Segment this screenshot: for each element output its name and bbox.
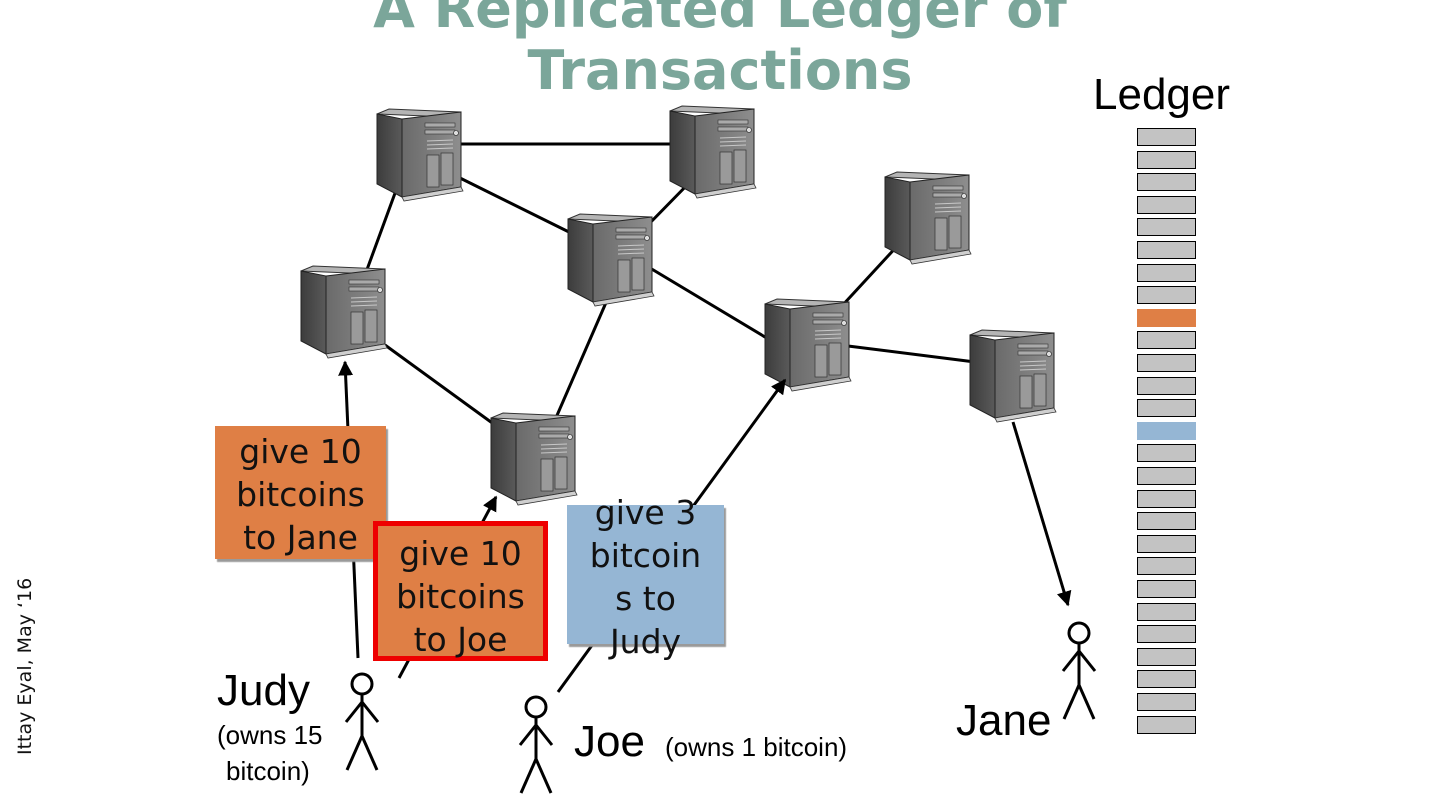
- link: [847, 344, 976, 364]
- ledger-entry: [1137, 444, 1196, 463]
- server-node: [376, 108, 464, 202]
- ledger-entry: [1137, 195, 1196, 214]
- ledger-entry: [1137, 150, 1196, 169]
- transaction-give-10-to-joe: give 10 bitcoins to Joe: [373, 521, 548, 661]
- tx-line: give 10: [239, 432, 362, 471]
- ledger-entry: [1137, 715, 1196, 734]
- server-node: [300, 265, 388, 359]
- ledger-entry: [1137, 670, 1196, 689]
- link: [649, 266, 771, 342]
- ledger-entry: [1137, 512, 1196, 531]
- link: [384, 343, 496, 427]
- ledger-entry: [1137, 263, 1196, 282]
- arrow-network-to-jane: [1011, 421, 1072, 607]
- ledger-entry-orange: [1137, 308, 1196, 327]
- jane-name: Jane: [956, 696, 1052, 745]
- joe-figure: [518, 695, 554, 795]
- server-node: [969, 329, 1057, 423]
- ledger-label: Ledger: [1093, 70, 1231, 119]
- ledger-entry: [1137, 128, 1196, 146]
- server-node: [669, 105, 757, 199]
- server-node: [490, 412, 578, 506]
- judy-holdings: (owns 15: [217, 720, 323, 750]
- ledger-entry: [1137, 557, 1196, 576]
- ledger-entry: [1137, 399, 1196, 418]
- tx-line: to Joe: [413, 620, 508, 659]
- tx-line: Judy: [609, 622, 682, 661]
- server-node: [764, 298, 852, 392]
- ledger-entry: [1137, 489, 1196, 508]
- transaction-give-3-to-judy: give 3 bitcoin s to Judy: [567, 493, 724, 661]
- author-credit: Ittay Eyal, May ‘16: [14, 577, 36, 755]
- ledger-entry: [1137, 693, 1196, 711]
- judy-holdings-line2: bitcoin): [226, 756, 310, 786]
- server-node: [884, 171, 972, 265]
- link: [553, 297, 610, 421]
- ledger-entry: [1137, 376, 1196, 395]
- tx-line: bitcoins: [236, 475, 365, 514]
- judy-name: Judy: [217, 666, 310, 715]
- tx-line: bitcoin: [589, 536, 702, 575]
- ledger-entry: [1137, 286, 1196, 305]
- joe-holdings: (owns 1 bitcoin): [665, 732, 848, 762]
- link: [363, 184, 400, 276]
- ledger-entry: [1137, 218, 1196, 237]
- tx-line: give 10: [399, 534, 522, 573]
- ledger-entry: [1137, 467, 1196, 485]
- judy-figure: [344, 672, 380, 772]
- tx-line: s to: [615, 579, 676, 618]
- ledger-entry: [1137, 647, 1196, 666]
- network-links: [363, 142, 976, 427]
- link: [459, 176, 576, 237]
- ledger-entry: [1137, 580, 1196, 598]
- server-node: [567, 213, 655, 307]
- ledger-entry-blue: [1137, 421, 1196, 440]
- tx-line: give 3: [594, 493, 697, 532]
- ledger-entry: [1137, 173, 1196, 192]
- slide-title: A Replicated Ledger of Transactions: [373, 0, 1067, 102]
- ledger-entry: [1137, 354, 1196, 372]
- transaction-give-10-to-jane: give 10 bitcoins to Jane: [215, 426, 386, 559]
- ledger-entry: [1137, 625, 1196, 644]
- jane-figure: [1061, 621, 1097, 721]
- joe-name: Joe: [574, 717, 645, 766]
- tx-line: bitcoins: [396, 577, 525, 616]
- tx-line: to Jane: [243, 518, 358, 557]
- ledger-entry: [1137, 241, 1196, 259]
- link: [838, 241, 902, 310]
- ledger-entry: [1137, 534, 1196, 553]
- ledger-entry: [1137, 602, 1196, 621]
- ledger-entry: [1137, 331, 1196, 350]
